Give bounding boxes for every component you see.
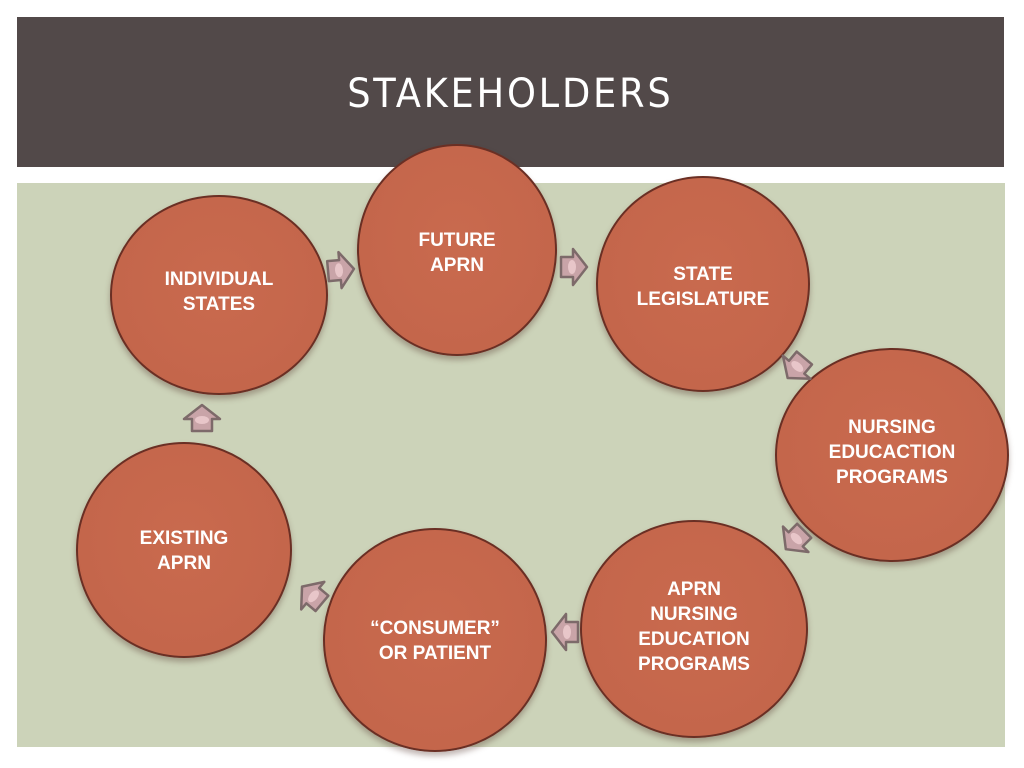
arrow-left-icon: [550, 612, 580, 652]
node-label: APRN NURSING EDUCATION PROGRAMS: [638, 579, 750, 675]
node-label: INDIVIDUAL STATES: [164, 269, 274, 315]
arrow-down-left-icon: [770, 515, 819, 564]
arrow-right-icon: [324, 249, 357, 291]
node-label: FUTURE APRN: [418, 230, 496, 276]
node-label: EXISTING APRN: [139, 528, 229, 574]
node-consumer-or-patient: “CONSUMER” OR PATIENT: [323, 528, 547, 752]
node-aprn-nursing-education-programs: APRN NURSING EDUCATION PROGRAMS: [580, 520, 808, 738]
node-individual-states: INDIVIDUAL STATES: [110, 195, 328, 395]
node-nursing-educaction-programs: NURSING EDUCACTION PROGRAMS: [775, 348, 1009, 562]
node-label: “CONSUMER” OR PATIENT: [370, 618, 500, 664]
arrow-down-left-icon: [771, 344, 821, 393]
title-bar: STAKEHOLDERS: [17, 17, 1004, 167]
arrow-up-icon: [182, 403, 222, 433]
arrow-up-left-icon: [288, 570, 337, 620]
node-future-aprn: FUTURE APRN: [357, 144, 557, 356]
arrow-right-icon: [559, 247, 589, 287]
slide-title: STAKEHOLDERS: [347, 71, 674, 117]
node-label: NURSING EDUCACTION PROGRAMS: [828, 416, 956, 488]
node-state-legislature: STATE LEGISLATURE: [596, 176, 810, 392]
node-existing-aprn: EXISTING APRN: [76, 442, 292, 658]
node-label: STATE LEGISLATURE: [636, 264, 770, 310]
